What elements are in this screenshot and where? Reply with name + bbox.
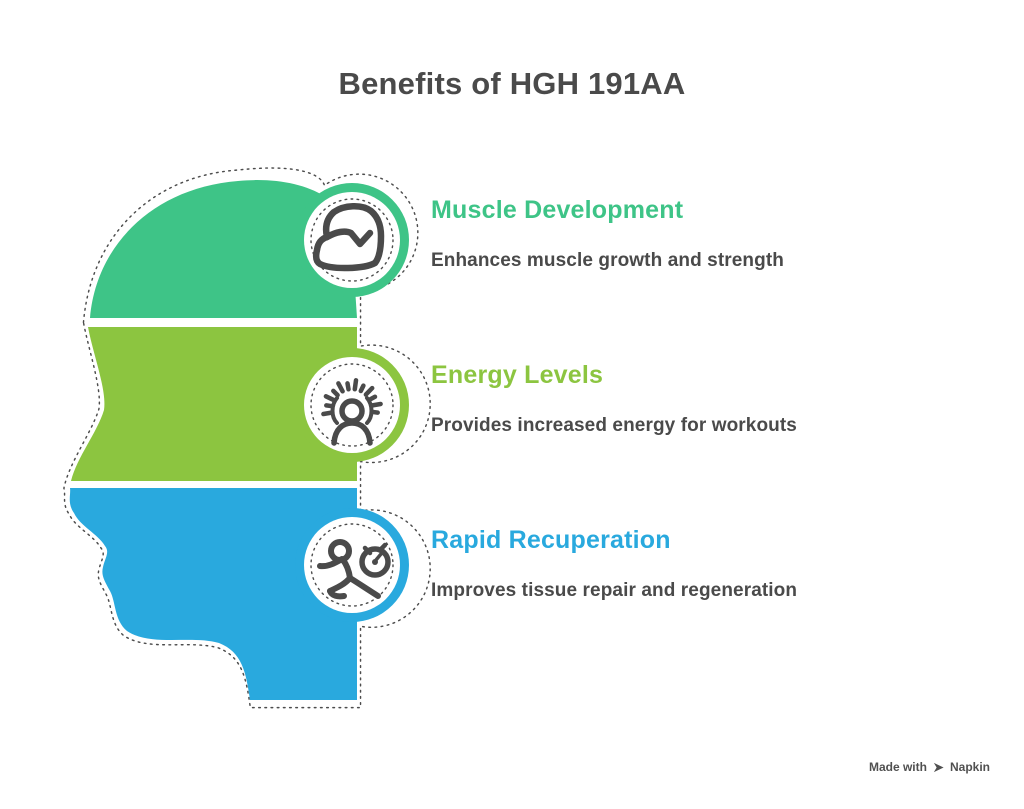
energy-person-icon [321,378,383,446]
head-section-top [90,180,357,318]
section-energy-levels [71,327,409,481]
napkin-brand-label: Napkin [949,760,990,774]
muscle-flex-icon [312,203,385,272]
benefit-desc-block-recovery: Improves tissue repair and regeneration [431,580,797,602]
benefit-heading-energy: Energy Levels [431,361,604,389]
energy-rays [321,378,383,417]
muscle-icon-dotted-border [310,198,394,282]
napkin-flag-icon [933,762,944,772]
benefit-desc-block-muscle: Enhances muscle growth and strength [431,250,784,272]
runner-stopwatch-icon [317,539,391,600]
page-title: Benefits of HGH 191AA [338,66,686,101]
benefit-block-recovery: Rapid Recuperation [431,526,671,555]
head-dotted-outline [63,167,431,709]
section-rapid-recuperation [69,488,409,700]
head-section-middle [71,327,357,481]
benefit-heading-recovery: Rapid Recuperation [431,526,671,554]
benefit-description-energy: Provides increased energy for workouts [431,415,797,436]
section-muscle-development [90,180,409,318]
benefit-block-muscle: Muscle Development [431,196,683,225]
energy-icon-dotted-border [310,363,394,447]
made-with-label: Made with [868,760,927,774]
benefit-block-energy: Energy Levels [431,361,603,390]
benefit-heading-muscle: Muscle Development [431,196,684,224]
benefit-desc-block-energy: Provides increased energy for workouts [431,415,797,437]
benefit-description-recovery: Improves tissue repair and regeneration [431,580,798,601]
made-with-napkin-credit: Made with Napkin [869,760,990,774]
benefit-description-muscle: Enhances muscle growth and strength [431,250,784,271]
recovery-icon-dotted-border [310,523,394,607]
energy-icon-disc [304,357,400,453]
head-section-bottom [69,488,357,700]
